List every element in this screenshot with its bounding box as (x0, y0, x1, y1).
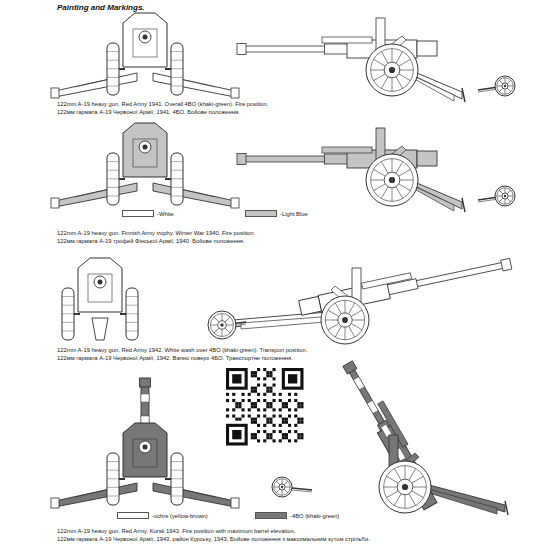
gun-front-view (51, 378, 239, 508)
caption: 122мм гармата А-19 трофей Фінської Армії… (57, 238, 245, 245)
limber (478, 76, 515, 96)
sheet-title: Painting and Markings. (57, 3, 145, 12)
legend-text: -White (157, 211, 174, 218)
limber (478, 186, 515, 206)
caption: 122мм гармата А-19 Червоної Армії, 1942.… (57, 355, 293, 362)
caption: 122мм гармата А-19 Червоної Армії, 1941.… (57, 109, 240, 116)
caption: 122mm A-19 heavy gun. Red Army. Kursk 19… (57, 528, 295, 535)
wheel (272, 477, 292, 497)
qr-code (226, 368, 304, 444)
wheel (495, 186, 515, 206)
gun-side-view (340, 358, 508, 515)
caption: 122mm A-19 heavy gun. Red Army 1941. Ove… (57, 101, 268, 108)
wheel (321, 296, 369, 344)
wheel (495, 76, 515, 96)
legend-text: -ochre (yellow-brown) (152, 513, 208, 520)
legend-swatch (122, 210, 154, 217)
caption: 122мм гармата А-19 Червоної Армії, 1943,… (57, 536, 370, 543)
wheel (366, 44, 418, 96)
wheel (366, 154, 418, 206)
gun-front-view (51, 123, 239, 208)
wheel (379, 461, 431, 513)
wheel (208, 311, 236, 339)
gun-side-view (237, 128, 465, 212)
legend-swatch (245, 210, 277, 217)
legend-text: -Light Blue (280, 211, 308, 218)
legend-swatch (255, 512, 287, 519)
gun-front-view (62, 258, 138, 340)
caption: 122mm A-19 heavy gun. Red Army 1942. Whi… (57, 347, 307, 354)
gun-side-view (230, 252, 513, 344)
legend-text: -4BO (khaki-green) (290, 513, 339, 520)
gun-front-view (51, 13, 239, 98)
limber (272, 477, 312, 497)
limber (208, 311, 246, 339)
gun-side-view (237, 18, 465, 102)
caption: 122mm A-19 heavy gun. Finnish Army troph… (57, 230, 255, 237)
legend-swatch (117, 512, 149, 519)
